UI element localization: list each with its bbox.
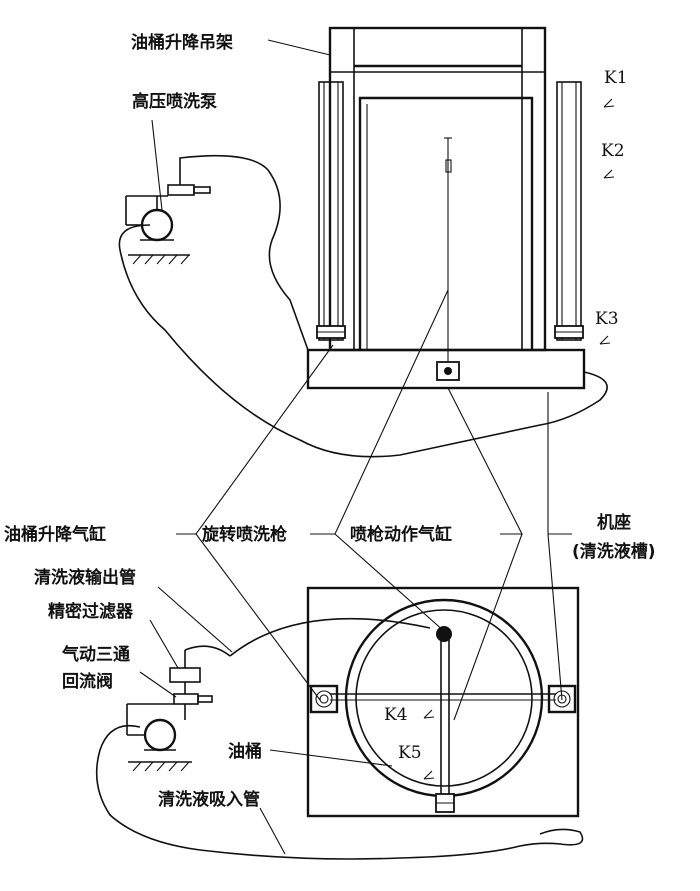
label-k1: K1 [604, 68, 628, 88]
drum-front [358, 96, 534, 350]
top-view: K4 K5 [95, 586, 584, 860]
right-lift-cylinder [554, 81, 584, 341]
label-base-line2: (清洗液槽) [572, 541, 656, 562]
lift-frame [328, 26, 547, 352]
label-drum: 油桶 [228, 741, 262, 762]
suction-pipe-outline [95, 725, 584, 860]
bottom-labels: 清洗液输出管 精密过滤器 气动三通 回流阀 油桶 清洗液吸入管 [34, 567, 393, 855]
label-hp-pump: 高压喷洗泵 [132, 91, 217, 112]
left-cylinder-plan [309, 684, 339, 714]
tank-outline-curve [118, 224, 608, 458]
precision-filter [169, 667, 201, 683]
label-suction-pipe: 清洗液吸入管 [158, 789, 260, 810]
left-lift-cylinder [316, 81, 346, 341]
spray-gun-plan [435, 626, 455, 813]
machine-base [306, 348, 586, 390]
label-valve-line2: 回流阀 [62, 671, 113, 692]
label-outlet-pipe: 清洗液输出管 [34, 567, 136, 588]
front-view [118, 26, 608, 458]
label-k2: K2 [601, 141, 625, 161]
label-rotary-gun: 旋转喷洗枪 [201, 524, 287, 545]
pneumatic-valve [173, 693, 199, 705]
hp-pump-assembly [125, 154, 309, 351]
right-cylinder-plan [547, 684, 577, 714]
label-base-line1: 机座 [597, 512, 631, 533]
label-k5: K5 [398, 743, 422, 763]
label-filter: 精密过滤器 [48, 601, 134, 622]
base-plan [306, 586, 580, 818]
label-lift-frame: 油桶升降吊架 [131, 32, 233, 53]
label-gun-cylinder: 喷枪动作气缸 [350, 524, 452, 545]
spray-gun-front [436, 137, 460, 381]
middle-labels: 油桶升降气缸 旋转喷洗枪 喷枪动作气缸 机座 (清洗液槽) [4, 289, 656, 721]
drum-plan-inner [355, 609, 533, 787]
label-k3: K3 [595, 309, 619, 329]
top-labels: 油桶升降吊架 高压喷洗泵 K1 K2 K3 [131, 32, 628, 345]
label-lift-cylinder: 油桶升降气缸 [4, 524, 106, 545]
label-valve-line1: 气动三通 [61, 644, 130, 665]
label-k4: K4 [384, 705, 408, 725]
bottom-pump-assembly [126, 617, 431, 772]
